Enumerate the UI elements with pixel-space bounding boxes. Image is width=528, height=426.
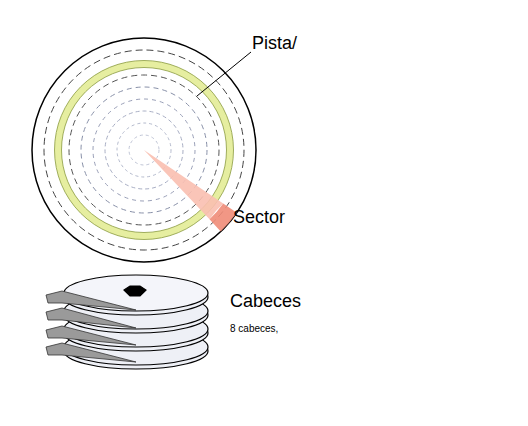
disk-platter-top-view xyxy=(32,38,256,262)
read-write-heads xyxy=(46,291,136,362)
heads-count-note: 8 cabeces, xyxy=(230,323,278,334)
heads-label: Cabeces xyxy=(230,292,301,312)
leader-line xyxy=(197,52,251,96)
track-label: Pista/ xyxy=(252,34,297,54)
sector-wedge xyxy=(144,150,237,231)
sector-label: Sector xyxy=(233,208,285,228)
